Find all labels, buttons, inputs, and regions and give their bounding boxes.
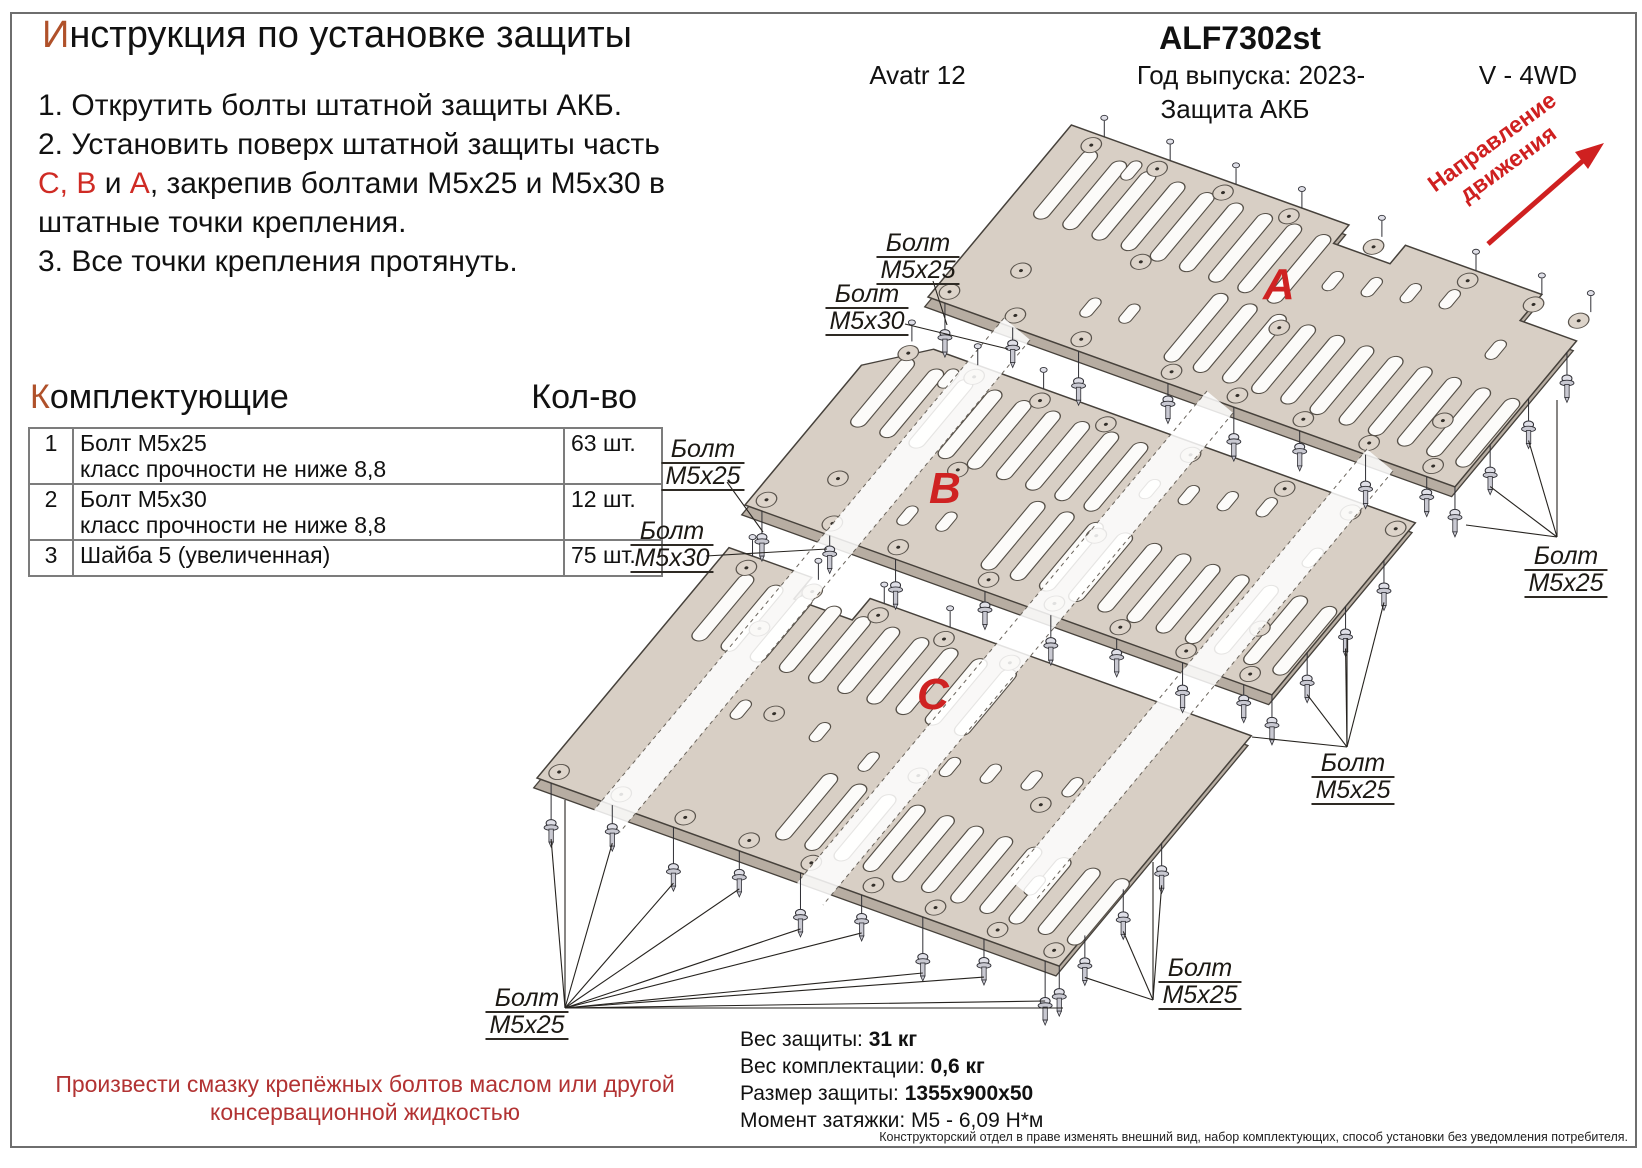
- qty-column-header: Кол-во: [531, 378, 637, 416]
- bolt-icon: [1376, 582, 1392, 612]
- bolt-icon: [1109, 648, 1125, 678]
- bolt-icon: [665, 863, 681, 893]
- spec-kit-weight: Вес комплектации: 0,6 кг: [740, 1055, 985, 1078]
- bolt-icon: [604, 823, 620, 853]
- step-1: 1. Открутить болты штатной защиты АКБ.: [38, 89, 623, 122]
- car-model: Avatr 12: [869, 60, 966, 90]
- row-qty: 63 шт.: [563, 427, 663, 485]
- page-title: Инструкция по установке защиты: [42, 14, 632, 57]
- part-name: Болт М5х25: [80, 430, 207, 456]
- bolt-icon: [1043, 637, 1059, 667]
- step-2-mid: и: [96, 167, 130, 200]
- step-2-line1: 2. Установить поверх штатной защиты част…: [38, 128, 660, 161]
- bolt-icon: [976, 957, 992, 987]
- bolt-icon: [1419, 488, 1435, 518]
- bolt-icon: [1071, 377, 1087, 407]
- direction-arrow-icon: [1486, 143, 1604, 246]
- row-qty: 12 шт.: [563, 483, 663, 541]
- step-2-line2: С, В и А, закрепив болтами М5х25 и М5х30…: [38, 164, 738, 203]
- table-row: 3 Шайба 5 (увеличенная) 75 шт.: [28, 539, 663, 577]
- spec-weight: Вес защиты: 31 кг: [740, 1028, 918, 1051]
- bolt-icon: [1264, 716, 1280, 746]
- plate-a: [923, 124, 1590, 498]
- part-name: Болт М5х30: [80, 486, 207, 512]
- step-2-parts-red1: С, В: [38, 167, 97, 200]
- part-note: класс прочности не ниже 8,8: [80, 512, 387, 538]
- row-number: 3: [28, 539, 74, 577]
- leader-lines: [550, 280, 1558, 1009]
- spec-size: Размер защиты: 1355х900х50: [740, 1082, 1034, 1105]
- design-department-note: Конструкторский отдел в праве изменять в…: [879, 1130, 1628, 1144]
- plate-letter-a: A: [1263, 260, 1295, 309]
- bolt-icon: [543, 819, 559, 849]
- lubrication-warning: Произвести смазку крепёжных болтов масло…: [55, 1071, 675, 1125]
- year-of-issue: Год выпуска: 2023-: [1136, 60, 1366, 90]
- bolt-icon: [854, 912, 870, 942]
- title-first-letter: И: [42, 14, 70, 56]
- bolt-icon: [1175, 684, 1191, 714]
- components-title-rest: омплектующие: [49, 378, 289, 416]
- part-note: класс прочности не ниже 8,8: [80, 456, 387, 482]
- bolt-icon: [1226, 433, 1242, 463]
- bolt-icon: [1077, 957, 1093, 987]
- drivetrain: V - 4WD: [1478, 60, 1578, 90]
- bolt-icon: [1160, 395, 1176, 425]
- components-title-first-letter: К: [30, 378, 50, 416]
- bolt-icon: [1154, 865, 1170, 895]
- components-table-title: Комплектующие: [30, 378, 289, 417]
- row-number: 2: [28, 483, 74, 541]
- specs-block: Вес защиты: 31 кг Вес комплектации: 0,6 …: [740, 1026, 1043, 1134]
- bolts-layer: [543, 114, 1595, 1027]
- alignment-strips: [593, 317, 1394, 906]
- bolt-icon: [731, 868, 747, 898]
- bolt-icon: [1299, 674, 1315, 704]
- step-2-parts-red2: А: [129, 167, 150, 200]
- product-name: Защита АКБ: [1160, 94, 1310, 124]
- bolt-icon: [793, 908, 808, 938]
- row-number: 1: [28, 427, 74, 485]
- bolt-icon: [1115, 911, 1131, 941]
- spec-torque: Момент затяжки: М5 - 6,09 Н*м: [740, 1109, 1044, 1132]
- bolt-icon: [1447, 508, 1463, 538]
- bolt-icon: [915, 952, 931, 982]
- bolt-icon: [1559, 374, 1575, 404]
- row-name: Шайба 5 (увеличенная): [72, 539, 565, 577]
- plate-letter-c: C: [917, 670, 949, 719]
- part-code: ALF7302st: [1159, 20, 1321, 56]
- installation-steps: 1. Открутить болты штатной защиты АКБ. 2…: [38, 86, 738, 281]
- step-2-line3: штатные точки крепления.: [38, 206, 407, 239]
- page-border: [10, 12, 1637, 1148]
- bolt-icon: [1005, 339, 1021, 369]
- bolt-icon: [1051, 988, 1067, 1018]
- step-2-rest: , закрепив болтами М5х25 и М5х30 в: [149, 167, 665, 200]
- plate-c: [532, 546, 1253, 977]
- bolt-icon: [1358, 480, 1374, 510]
- bolt-icon: [1236, 694, 1252, 724]
- plate-letter-b: B: [929, 464, 961, 513]
- title-rest: нструкция по установке защиты: [69, 14, 632, 56]
- bolt-icon: [1037, 997, 1053, 1027]
- step-3: 3. Все точки крепления протянуть.: [38, 245, 518, 278]
- bolt-icon: [1482, 466, 1498, 496]
- part-name: Шайба 5 (увеличенная): [80, 542, 331, 568]
- bolt-icon: [1292, 442, 1308, 472]
- bolt-icon: [754, 533, 770, 563]
- bolt-icon: [977, 601, 993, 631]
- bolt-icon: [888, 581, 904, 611]
